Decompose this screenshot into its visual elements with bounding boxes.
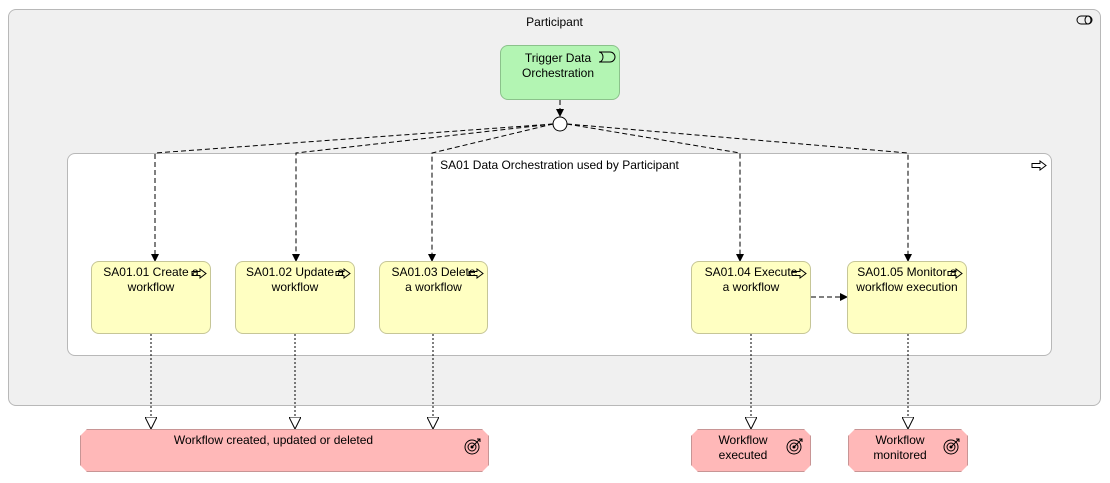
outcome-target-icon xyxy=(786,437,804,455)
participant-title: Participant xyxy=(526,15,583,29)
step-monitor[interactable]: SA01.05 Monitor a workflow execution xyxy=(847,261,967,334)
step-update[interactable]: SA01.02 Update a workflow xyxy=(235,261,355,334)
role-icon xyxy=(1076,15,1093,25)
process-arrow-icon xyxy=(791,268,807,279)
outcome-label: Workflow monitored xyxy=(873,433,927,462)
step-label: SA01.02 Update a workflow xyxy=(245,265,345,294)
outcome-created-updated-deleted[interactable]: Workflow created, updated or deleted xyxy=(80,429,489,472)
process-arrow-icon xyxy=(947,268,963,279)
outcome-target-icon xyxy=(464,437,482,455)
junction-node xyxy=(552,116,568,132)
step-delete[interactable]: SA01.03 Delete a workflow xyxy=(379,261,488,334)
step-create[interactable]: SA01.01 Create a workflow xyxy=(91,261,211,334)
flow-junction-step5 xyxy=(566,123,912,262)
step-label: SA01.01 Create a workflow xyxy=(103,265,199,294)
outcome-monitored[interactable]: Workflow monitored xyxy=(848,429,968,472)
process-arrow-icon xyxy=(335,268,351,279)
outcome-executed[interactable]: Workflow executed xyxy=(691,429,811,472)
business-event-icon xyxy=(598,51,616,63)
step-label: SA01.05 Monitor a workflow execution xyxy=(856,265,958,294)
process-arrow-icon xyxy=(1031,160,1047,171)
process-arrow-icon xyxy=(468,268,484,279)
process-title: SA01 Data Orchestration used by Particip… xyxy=(440,158,679,172)
flow-junction-step2 xyxy=(292,123,554,262)
flow-junction-step3 xyxy=(428,123,554,262)
outcome-label: Workflow created, updated or deleted xyxy=(173,433,374,447)
flow-junction-step1 xyxy=(151,123,554,262)
trigger-event[interactable]: Trigger Data Orchestration xyxy=(500,45,620,100)
process-arrow-icon xyxy=(191,268,207,279)
outcome-label: Workflow executed xyxy=(718,433,768,462)
flow-junction-step4 xyxy=(566,123,744,262)
step-label: SA01.03 Delete a workflow xyxy=(391,265,476,294)
step-label: SA01.04 Execute a workflow xyxy=(704,265,798,294)
trigger-label: Trigger Data Orchestration xyxy=(521,51,595,80)
step-execute[interactable]: SA01.04 Execute a workflow xyxy=(691,261,811,334)
outcome-target-icon xyxy=(943,437,961,455)
